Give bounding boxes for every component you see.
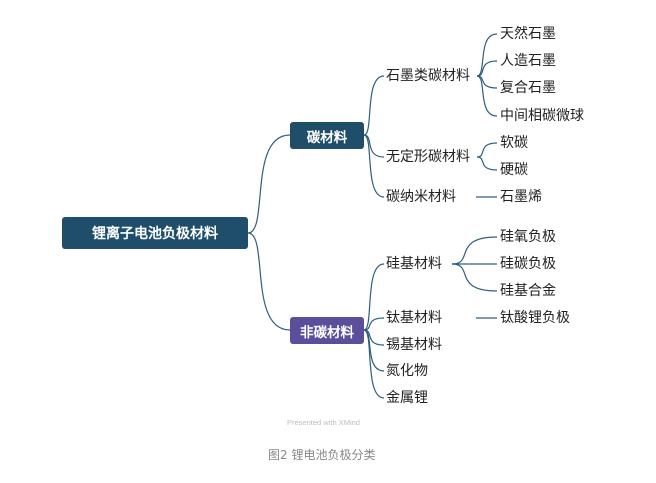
connector-carbon-nano (363, 134, 385, 198)
leaf-artificial-graphite: 人造石墨 (500, 53, 556, 69)
category-carbon-materials: 碳材料 (290, 122, 364, 149)
leaf-hard-carbon: 硬碳 (500, 162, 528, 178)
connector-root-carbon (247, 134, 291, 234)
watermark: Presented with XMind (287, 418, 360, 427)
connector-silicon-leaf-0 (451, 236, 498, 265)
leaf-silicon-alloy: 硅基合金 (500, 283, 556, 299)
connector-noncarbon-sub-4 (363, 329, 385, 399)
sub-lithium-metal: 金属锂 (386, 390, 428, 406)
connector-carbon-graphite (363, 75, 385, 136)
connector-graphite-leaf-3 (476, 75, 498, 117)
root-node: 锂离子电池负极材料 (62, 217, 248, 249)
sub-silicon-based: 硅基材料 (386, 256, 442, 272)
leaf-graphene: 石墨烯 (500, 189, 542, 205)
connector-graphite-leaf-0 (476, 33, 498, 77)
connector-amorphous-leaf-0 (476, 142, 498, 158)
connector-root-noncarbon (247, 232, 291, 331)
connector-graphite-leaf-1 (476, 60, 498, 77)
sub-graphite-carbon: 石墨类碳材料 (386, 68, 470, 84)
leaf-lithium-titanate-anode: 钛酸锂负极 (500, 310, 570, 326)
leaf-silicon-oxide-anode: 硅氧负极 (500, 229, 556, 245)
connector-noncarbon-sub-3 (363, 329, 385, 372)
sub-carbon-nanomaterial: 碳纳米材料 (386, 189, 456, 205)
figure-caption: 图2 锂电池负极分类 (268, 448, 376, 462)
leaf-natural-graphite: 天然石墨 (500, 26, 556, 42)
leaf-silicon-carbon-anode: 硅碳负极 (500, 256, 556, 272)
leaf-mesocarbon-microbeads: 中间相碳微球 (500, 108, 584, 124)
category-non-carbon-materials: 非碳材料 (290, 317, 364, 344)
connector-noncarbon-sub-0 (363, 263, 385, 331)
connector-silicon-leaf-2 (451, 263, 498, 292)
sub-titanium-based: 钛基材料 (386, 310, 442, 326)
connector-amorphous-leaf-1 (476, 156, 498, 171)
sub-amorphous-carbon: 无定形碳材料 (386, 149, 470, 165)
leaf-composite-graphite: 复合石墨 (500, 80, 556, 96)
sub-tin-based: 锡基材料 (386, 337, 442, 353)
sub-nitride: 氮化物 (386, 363, 428, 379)
leaf-soft-carbon: 软碳 (500, 135, 528, 151)
